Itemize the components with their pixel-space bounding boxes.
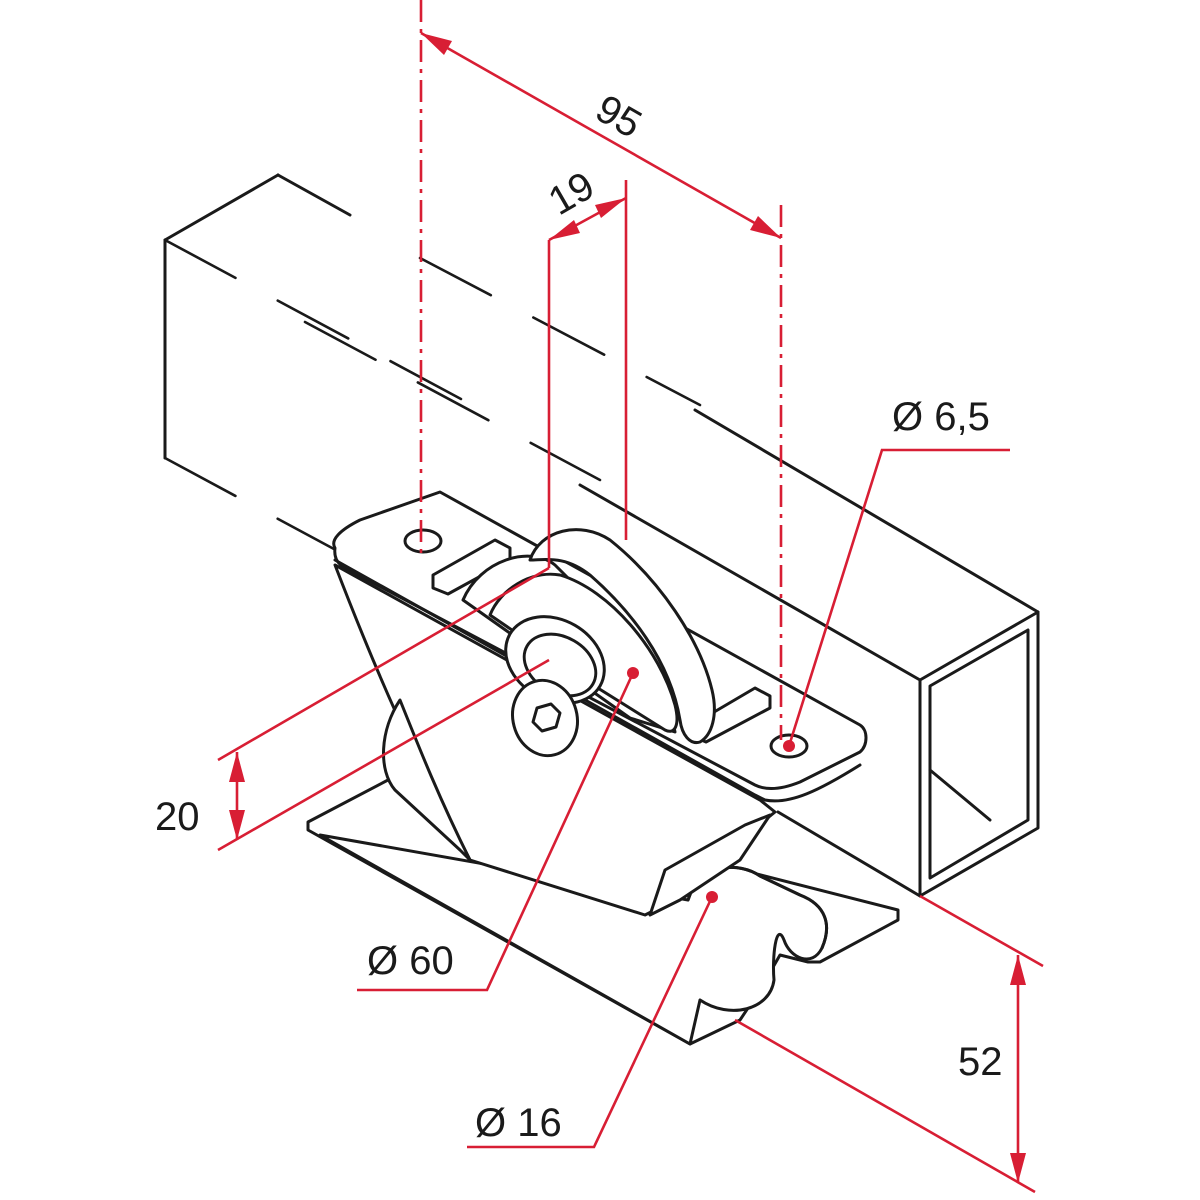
tube-ghost-top-back <box>276 173 352 217</box>
wheel-diameter-label: Ø 60 <box>367 939 454 983</box>
bracket-lower-lobe <box>382 698 472 862</box>
dimension-hole-diameter: Ø 6,5 <box>783 395 1010 752</box>
hole-diameter-label: Ø 6,5 <box>892 395 990 439</box>
dimension-overall-height: 52 <box>734 894 1044 1194</box>
tube-ghost-mid-line <box>303 320 602 482</box>
tube-bottom-edge <box>776 810 922 898</box>
rectangular-tube <box>163 173 1040 898</box>
mounting-plate-thickness <box>333 558 862 803</box>
arrow-95-start <box>421 33 452 55</box>
tube-ghost-back-line <box>418 256 702 407</box>
arrow-52-top <box>1010 955 1026 985</box>
extension-line-52-bottom <box>734 1018 1036 1194</box>
bracket-right-foot <box>648 813 772 917</box>
track-diameter-label: Ø 16 <box>475 1101 562 1145</box>
arrow-19-start <box>549 220 580 240</box>
arrow-95-end <box>750 216 781 238</box>
tube-end-opening <box>928 628 1030 880</box>
leader-dot-track <box>706 891 718 903</box>
tube-top-edge <box>693 408 1040 614</box>
arrow-52-bottom <box>1010 1153 1026 1183</box>
tube-ghost-bottom-front <box>163 456 412 592</box>
extension-line-20-top <box>217 566 550 762</box>
tube-end-face <box>918 610 1040 898</box>
tube-mid-edge <box>578 483 922 682</box>
leader-wheel-diameter <box>357 672 635 992</box>
axle-bolt-head <box>511 678 579 758</box>
arrow-20-bottom <box>229 810 245 840</box>
leader-dot-wheel <box>627 667 639 679</box>
leader-hole-diameter <box>787 448 1010 747</box>
bracket-height-label: 20 <box>155 795 200 839</box>
dimension-bracket-height: 20 <box>155 566 550 852</box>
dimension-wheel-diameter: Ø 60 <box>357 667 639 992</box>
overall-height-label: 52 <box>958 1040 1003 1084</box>
tube-inner-shadow <box>928 768 992 822</box>
hole-spacing-label: 95 <box>588 87 649 147</box>
dimension-wheel-width: 19 <box>541 164 628 568</box>
dimension-track-diameter: Ø 16 <box>467 891 718 1149</box>
arrow-19-end <box>595 198 626 218</box>
extension-line-52-top <box>919 894 1044 968</box>
hex-socket-icon <box>531 702 562 733</box>
tube-ghost-top-left <box>163 173 280 242</box>
wheel <box>461 528 716 758</box>
dimension-line-95 <box>420 31 782 240</box>
leader-dot-hole <box>783 740 795 752</box>
leader-track-diameter <box>467 896 714 1149</box>
mounting-hole-rear <box>403 528 443 554</box>
extension-line-20-bottom <box>217 658 550 852</box>
tube-ghost-top-front <box>163 238 502 422</box>
arrow-20-top <box>229 752 245 782</box>
